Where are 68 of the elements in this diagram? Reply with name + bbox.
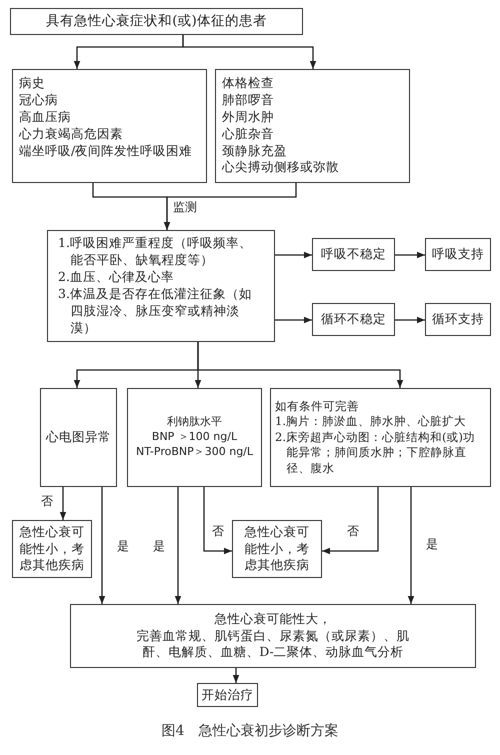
edge-label: 监测 bbox=[172, 200, 198, 214]
box-text: 心尖搏动侧移或弥散 bbox=[222, 159, 340, 176]
process-box bbox=[127, 388, 262, 487]
arrow bbox=[275, 316, 312, 324]
edge-label: 是 bbox=[152, 539, 166, 554]
box-text: 循环不稳定 bbox=[320, 311, 387, 328]
arrow bbox=[408, 487, 414, 604]
edge-label: 是 bbox=[425, 537, 439, 552]
box-text: 2.血压、心律及心率 bbox=[58, 269, 175, 286]
box-text: 颈静脉充盈 bbox=[222, 142, 288, 160]
box-heading: 如有条件可完善 bbox=[275, 398, 360, 414]
info-box bbox=[215, 69, 410, 183]
box-text: 完善血常规、肌钙蛋白、尿素氮（或尿素）、肌酐、电解质、血糖、D-二聚体、动脉血气分析 bbox=[136, 628, 410, 662]
box-text: 急性心衰可能性小，考虑其他疾病 bbox=[244, 524, 310, 574]
box-text: 心力衰竭高危因素 bbox=[19, 126, 124, 142]
box-text: 冠心病 bbox=[19, 92, 59, 109]
process-box bbox=[70, 604, 476, 668]
box-text: 3.体温及是否存在低灌注征象（如四肢湿冷、脉压变窄或精神淡漠） bbox=[58, 286, 253, 337]
box-text: 心电图异常 bbox=[44, 429, 112, 446]
box-text: NT-ProBNP＞300 ng/L bbox=[134, 444, 254, 460]
box-heading: 利钠肽水平 bbox=[166, 415, 223, 430]
box-text: 循环支持 bbox=[431, 311, 485, 328]
box-heading: 体格检查 bbox=[222, 75, 275, 92]
process-box bbox=[312, 303, 395, 336]
box-text: 2.床旁超声心动图：心脏结构和(或)功能异常；肺间质水肿；下腔静脉直径、腹水 bbox=[275, 430, 476, 476]
box-text: BNP ＞100 ng/L bbox=[150, 430, 238, 445]
box-text: 1.胸片：肺淤血、肺水肿、心脏扩大 bbox=[275, 414, 467, 430]
figure-caption: 图4 急性心衰初步诊断方案 bbox=[160, 722, 340, 740]
box-text: 急性心衰可能性小，考虑其他疾病 bbox=[18, 524, 86, 574]
arrow bbox=[60, 487, 66, 520]
box-text: 呼吸支持 bbox=[431, 246, 485, 263]
box-text: 心脏杂音 bbox=[222, 126, 275, 142]
process-box bbox=[232, 520, 322, 578]
arrow bbox=[395, 252, 425, 258]
arrow bbox=[98, 487, 106, 604]
info-box bbox=[270, 388, 491, 487]
box-heading: 1.呼吸困难严重程度（呼吸频率、能否平卧、缺氧程度等） bbox=[58, 235, 253, 270]
box-text: 呼吸不稳定 bbox=[320, 246, 387, 263]
edge-label: 否 bbox=[211, 524, 225, 538]
box-text: 具有急性心衰症状和(或)体征的患者 bbox=[45, 12, 268, 31]
process-box bbox=[12, 520, 92, 578]
box-text: 高血压病 bbox=[19, 108, 72, 126]
box-heading: 病史 bbox=[19, 75, 46, 92]
info-box bbox=[12, 69, 207, 183]
arrow bbox=[164, 183, 297, 230]
edge-label: 是 bbox=[116, 539, 130, 554]
arrow bbox=[395, 316, 425, 324]
arrow bbox=[322, 487, 379, 554]
arrow bbox=[182, 35, 316, 69]
arrow bbox=[197, 342, 404, 388]
arrow bbox=[232, 668, 240, 683]
arrow bbox=[174, 487, 182, 604]
box-text: 端坐呼吸/夜间阵发性呼吸困难 bbox=[19, 142, 194, 160]
edge-label: 否 bbox=[40, 494, 54, 508]
arrow bbox=[203, 487, 232, 554]
box-heading: 急性心衰可能性大， bbox=[214, 610, 332, 628]
process-box bbox=[425, 238, 491, 271]
box-text: 肺部啰音 bbox=[222, 92, 275, 109]
process-box bbox=[312, 238, 395, 271]
process-box bbox=[47, 230, 275, 342]
process-box bbox=[425, 303, 491, 336]
arrow bbox=[275, 252, 312, 258]
box-text: 外周水肿 bbox=[222, 108, 275, 126]
process-box bbox=[40, 388, 117, 487]
edge-label: 否 bbox=[346, 524, 360, 538]
box-text: 开始治疗 bbox=[200, 686, 254, 704]
process-box bbox=[197, 683, 258, 707]
process-box bbox=[10, 8, 303, 35]
